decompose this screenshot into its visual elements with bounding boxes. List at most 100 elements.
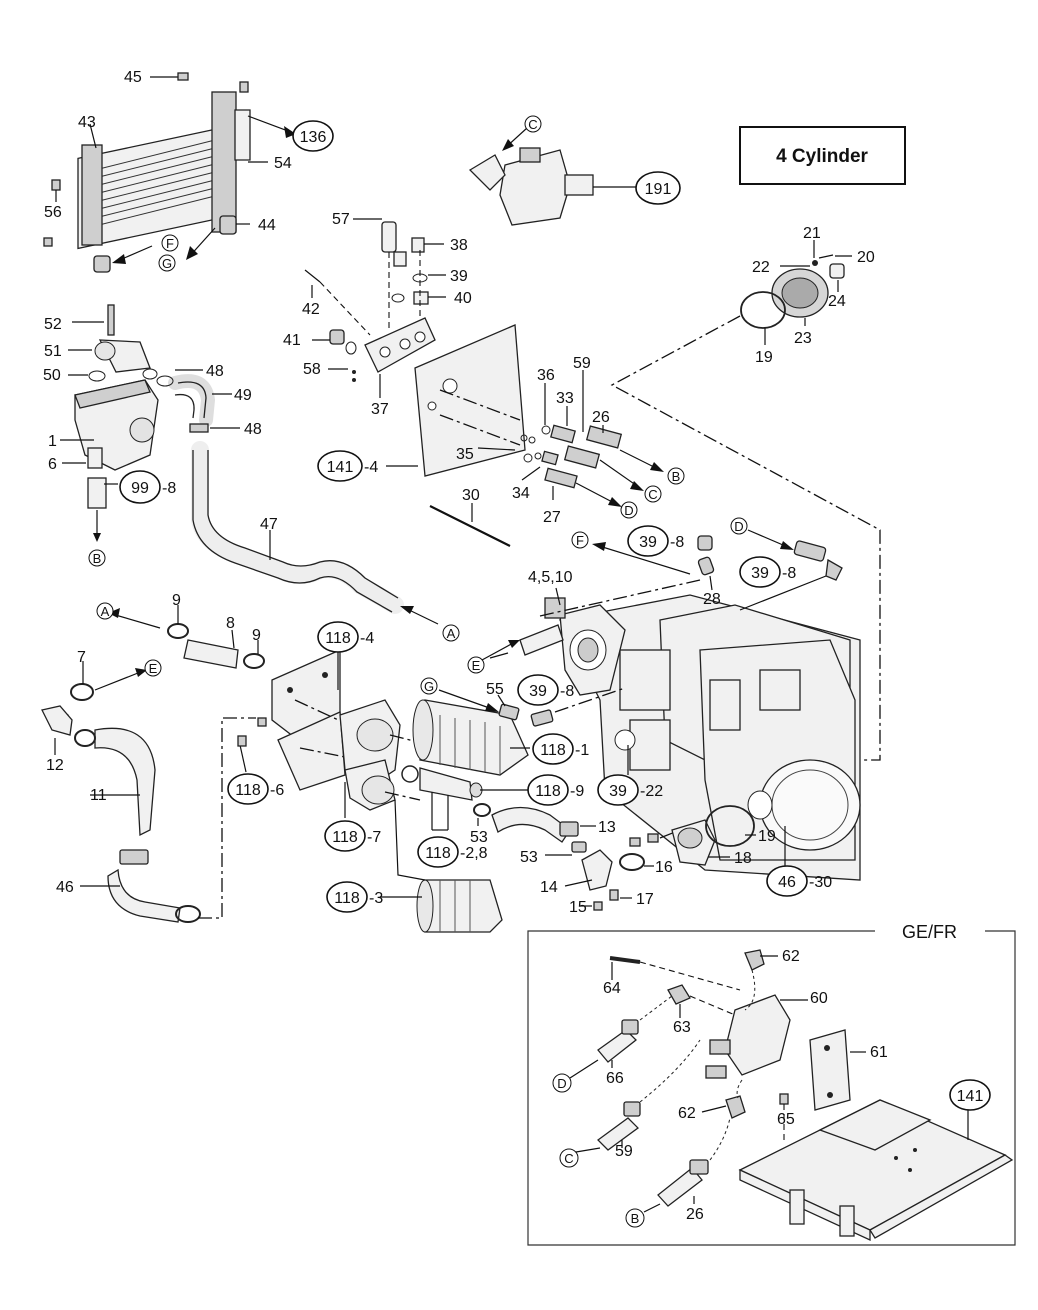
- svg-text:-9: -9: [570, 783, 584, 800]
- label-63: 63: [673, 1019, 691, 1036]
- label-20: 20: [857, 249, 875, 266]
- ref-118-6: 118 -6: [227, 773, 284, 805]
- connector-A-left: A: [96, 602, 114, 620]
- title-box: 4 Cylinder: [739, 126, 906, 185]
- label-44: 44: [258, 217, 276, 234]
- gearbox-housing: [519, 594, 861, 881]
- hose-13: [473, 803, 579, 843]
- cover-plate-141: [414, 324, 623, 489]
- svg-text:118: 118: [325, 630, 351, 647]
- svg-text:-2,8: -2,8: [460, 845, 488, 862]
- label-28: 28: [703, 591, 721, 608]
- svg-text:G: G: [424, 679, 434, 694]
- nut-top: [239, 81, 249, 93]
- svg-text:136: 136: [300, 129, 327, 146]
- svg-text:B: B: [672, 469, 681, 484]
- svg-text:118: 118: [332, 829, 358, 846]
- svg-text:118: 118: [535, 783, 561, 800]
- svg-text:D: D: [557, 1076, 566, 1091]
- label-53a: 53: [470, 829, 488, 846]
- connector-C-top: C: [524, 115, 542, 133]
- svg-text:-22: -22: [640, 783, 663, 800]
- label-17: 17: [636, 891, 654, 908]
- label-51: 51: [44, 343, 62, 360]
- svg-text:39: 39: [751, 565, 769, 582]
- hose-46: [107, 849, 201, 923]
- pump-99: [74, 304, 174, 542]
- connector-D-plate: D: [620, 501, 638, 519]
- title-box-text: 4 Cylinder: [776, 146, 868, 167]
- ref-118-2-8: 118 -2,8: [417, 836, 488, 868]
- bolt-45: [177, 72, 189, 81]
- label-42: 42: [302, 301, 320, 318]
- ref-118-3: 118 -3: [326, 881, 383, 913]
- ref-141-inset: 141: [949, 1079, 991, 1111]
- svg-text:141: 141: [327, 459, 354, 476]
- svg-text:46: 46: [778, 874, 796, 891]
- label-9b: 9: [252, 627, 261, 644]
- label-27: 27: [543, 509, 561, 526]
- oil-cooler: [77, 91, 251, 250]
- label-59b: 59: [615, 1143, 633, 1160]
- label-13: 13: [598, 819, 616, 836]
- ref-39-8-b: 39 -8: [739, 556, 796, 588]
- svg-text:118: 118: [540, 742, 566, 759]
- svg-text:118: 118: [334, 890, 360, 907]
- label-21: 21: [803, 225, 821, 242]
- svg-text:141: 141: [957, 1088, 984, 1105]
- label-57: 57: [332, 211, 350, 228]
- label-62b: 62: [678, 1105, 696, 1122]
- label-18: 18: [734, 850, 752, 867]
- connector-F-housing: F: [571, 531, 589, 549]
- filter-head: [339, 699, 431, 811]
- ref-118-7: 118 -7: [324, 820, 381, 852]
- svg-text:39: 39: [609, 783, 627, 800]
- connector-A-hose: A: [442, 624, 460, 642]
- label-48b: 48: [244, 421, 262, 438]
- label-64: 64: [603, 980, 621, 997]
- label-1: 1: [48, 433, 57, 450]
- label-9a: 9: [172, 592, 181, 609]
- valve-191: [468, 147, 637, 226]
- ref-39-22: 39 -22: [597, 774, 663, 806]
- pump-18: [671, 805, 755, 866]
- label-11: 11: [90, 787, 107, 804]
- hose-11: [41, 705, 156, 837]
- label-38: 38: [450, 237, 468, 254]
- ref-99-8: 99 -8: [119, 470, 176, 504]
- label-26: 26: [592, 409, 610, 426]
- seal-16: [619, 853, 645, 871]
- label-34: 34: [512, 485, 530, 502]
- cable-tie-30: [429, 505, 511, 547]
- svg-text:E: E: [472, 658, 481, 673]
- fitting-118-2-8: [401, 765, 483, 801]
- label-39: 39: [450, 268, 468, 285]
- ref-118-1: 118 -1: [532, 733, 589, 765]
- svg-text:-8: -8: [670, 534, 684, 551]
- cover-23: [740, 240, 845, 329]
- svg-text:99: 99: [131, 480, 149, 497]
- svg-text:-4: -4: [360, 630, 374, 647]
- ref-136: 136: [292, 120, 334, 152]
- connector-C-plate: C: [644, 485, 662, 503]
- connector-E-housing: E: [467, 656, 485, 674]
- svg-text:-1: -1: [575, 742, 589, 759]
- label-61: 61: [870, 1044, 888, 1061]
- ref-118-9: 118 -9: [527, 774, 584, 806]
- ref-39-8-a: 39 -8: [627, 525, 684, 557]
- connector-D-inset: D: [552, 1073, 572, 1093]
- label-26b: 26: [686, 1206, 704, 1223]
- label-19a: 19: [755, 349, 773, 366]
- svg-text:F: F: [166, 236, 174, 251]
- connector-B-inset: B: [625, 1208, 645, 1228]
- label-66: 66: [606, 1070, 624, 1087]
- label-14: 14: [540, 879, 558, 896]
- ref-191: 191: [635, 171, 681, 205]
- svg-text:F: F: [576, 533, 584, 548]
- label-7: 7: [77, 649, 86, 666]
- svg-text:B: B: [93, 551, 102, 566]
- ref-118-4: 118 -4: [317, 621, 374, 653]
- label-62a: 62: [782, 948, 800, 965]
- label-59: 59: [573, 355, 591, 372]
